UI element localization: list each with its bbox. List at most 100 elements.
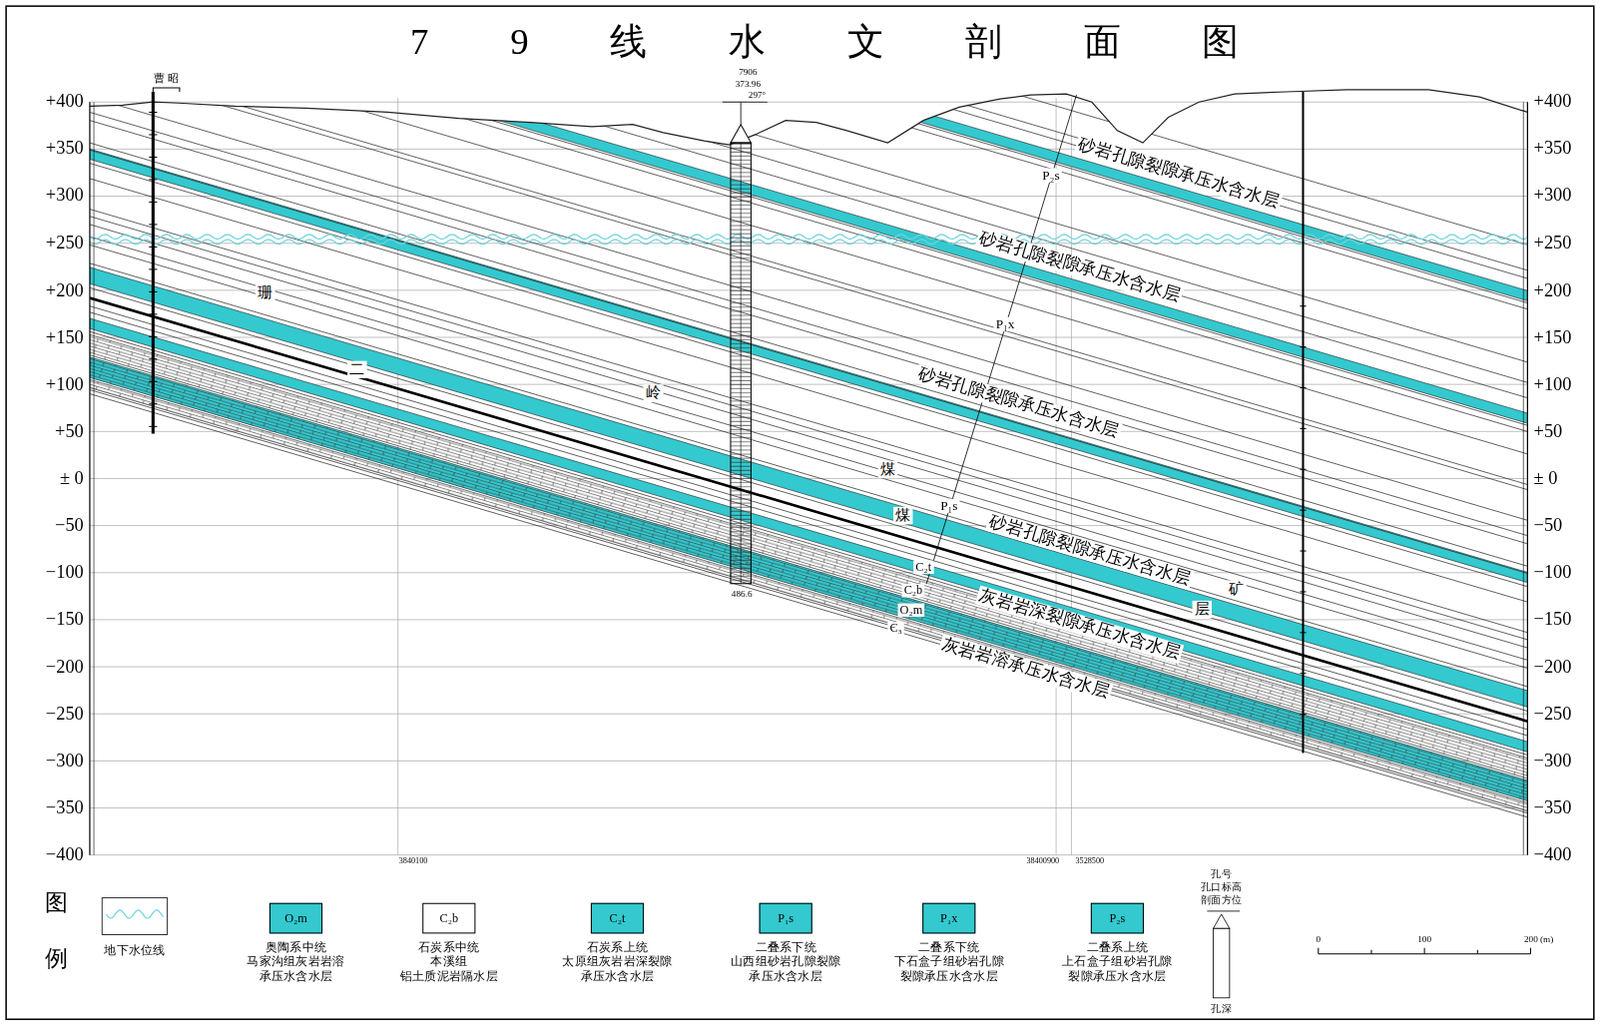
borehole-tick — [148, 223, 157, 225]
grid-line — [89, 148, 1528, 150]
stratum-line — [89, 390, 1528, 814]
borehole-tick — [1299, 550, 1306, 552]
formation-code: C₂t — [913, 560, 934, 574]
grid-line — [1056, 97, 1058, 856]
stratum-line — [89, 0, 1528, 304]
grid-line — [89, 807, 1528, 809]
borehole-tick — [148, 336, 157, 338]
elevation-label: +400 — [45, 91, 84, 112]
stratum-line — [89, 111, 1528, 535]
formation-code: C₂b — [902, 583, 926, 597]
borehole-tick — [148, 111, 157, 113]
grid-line — [89, 289, 1528, 291]
grid-line — [89, 854, 1528, 856]
grid-line — [89, 525, 1528, 527]
aquifer-label: 灰岩岩溶承压水含水层 — [937, 633, 1113, 703]
elevation-label: +300 — [1534, 185, 1573, 206]
elevation-label: +150 — [45, 327, 84, 348]
stratum-line — [89, 142, 1528, 566]
stratum-line — [89, 287, 1528, 711]
stratum-line — [89, 394, 1528, 818]
aquifer-band — [89, 0, 1528, 424]
aquifer-label: 砂岩孔隙裂隙承压水含水层 — [985, 512, 1194, 590]
elevation-label: +250 — [1534, 233, 1573, 254]
elevation-label: −100 — [1534, 562, 1573, 583]
borehole-tick — [1299, 387, 1306, 389]
stratum-line — [89, 224, 1528, 648]
elevation-label: +50 — [1534, 421, 1564, 442]
outer-frame — [5, 5, 1595, 1020]
elevation-label: +350 — [45, 138, 84, 159]
stratum-line — [89, 209, 1528, 633]
text-label: 煤 — [878, 461, 898, 479]
borehole-7906 — [722, 101, 768, 584]
elevation-label: −200 — [45, 656, 84, 677]
borehole-tick — [148, 313, 157, 315]
legend-text: 石炭系上统 太原组灰岩岩深裂隙 承压水含水层 — [561, 940, 672, 985]
elevation-label: −400 — [45, 845, 84, 866]
stratum-line — [89, 0, 1528, 310]
elevation-label: ± 0 — [59, 468, 84, 489]
borehole-tick — [148, 358, 157, 360]
elevation-label: −350 — [45, 797, 84, 818]
text-label: 孔号 — [1210, 867, 1231, 879]
elevation-label: +300 — [45, 185, 84, 206]
legend-text: 奥陶系中统 马家沟组灰岩岩溶 承压水含水层 — [246, 940, 345, 985]
elevation-label: +150 — [1534, 327, 1573, 348]
legend-text: 二叠系下统 下石盒子组砂岩孔隙 裂隙承压水含水层 — [894, 940, 1005, 985]
stratum-line — [89, 244, 1528, 668]
text-label: 38400900 — [1026, 857, 1060, 867]
legend-code: P₂s — [1108, 911, 1125, 925]
stratum-line — [89, 263, 1528, 687]
elevation-label: −150 — [45, 609, 84, 630]
limestone-hatch — [89, 379, 1528, 811]
elevation-label: +100 — [1534, 374, 1573, 395]
stratum-line — [89, 7, 1528, 432]
elevation-label: +350 — [1534, 138, 1573, 159]
legend-code: P₁x — [940, 911, 958, 925]
stratum-line — [89, 236, 1528, 660]
aquifer-label: 砂岩孔隙裂隙承压水含水层 — [914, 364, 1123, 443]
grid-line — [89, 618, 1528, 620]
text-label: 100 — [1417, 934, 1432, 945]
elevation-label: −50 — [1534, 515, 1564, 535]
legend-text: 二叠系上统 上石盒子组砂岩孔隙 裂隙承压水含水层 — [1062, 940, 1172, 985]
text-label: 373.96 — [735, 79, 761, 90]
text-label: 297° — [746, 90, 769, 101]
legend-code: P₁s — [777, 911, 794, 925]
borehole-tick — [1299, 713, 1306, 715]
aquifer-band — [89, 318, 1528, 752]
aquifer-label: 砂岩孔隙裂隙承压水含水层 — [1073, 134, 1283, 213]
stratum-line — [89, 306, 1528, 730]
groundwater-line — [89, 234, 1528, 245]
borehole-tick — [148, 381, 157, 383]
grid-line — [89, 101, 1528, 103]
legend-text: 二叠系下统 山西组砂岩孔隙裂隙 承压水含水层 — [730, 940, 841, 985]
aquifer-band — [89, 267, 1528, 708]
legend-text: 地下水位线 — [103, 943, 165, 959]
scale-bar — [1318, 948, 1532, 955]
borehole-right — [1299, 91, 1306, 753]
terrain-line — [89, 89, 1528, 145]
stratum-line — [89, 0, 1528, 245]
elevation-label: +50 — [54, 421, 84, 442]
borehole-tick — [1299, 590, 1306, 592]
elevation-label: −250 — [1534, 703, 1573, 724]
legend-borehole-symbol — [1206, 911, 1240, 999]
elevation-label: −400 — [1534, 845, 1573, 866]
grid-line — [89, 760, 1528, 762]
text-label: 曹 昭 — [153, 71, 179, 84]
stratum-line — [89, 163, 1528, 587]
limestone-band — [89, 379, 1528, 811]
stratum-line — [89, 216, 1528, 640]
borehole-tick — [1299, 510, 1306, 512]
grid-line — [89, 666, 1528, 668]
elevation-label: −300 — [1534, 750, 1573, 771]
stratum-line — [89, 178, 1528, 602]
borehole-tick — [148, 133, 157, 135]
borehole-left — [148, 87, 180, 435]
elevation-label: −50 — [54, 515, 84, 535]
formation-code: P₁s — [938, 499, 960, 515]
borehole-tick — [148, 246, 157, 248]
elevation-label: −200 — [1534, 656, 1573, 677]
